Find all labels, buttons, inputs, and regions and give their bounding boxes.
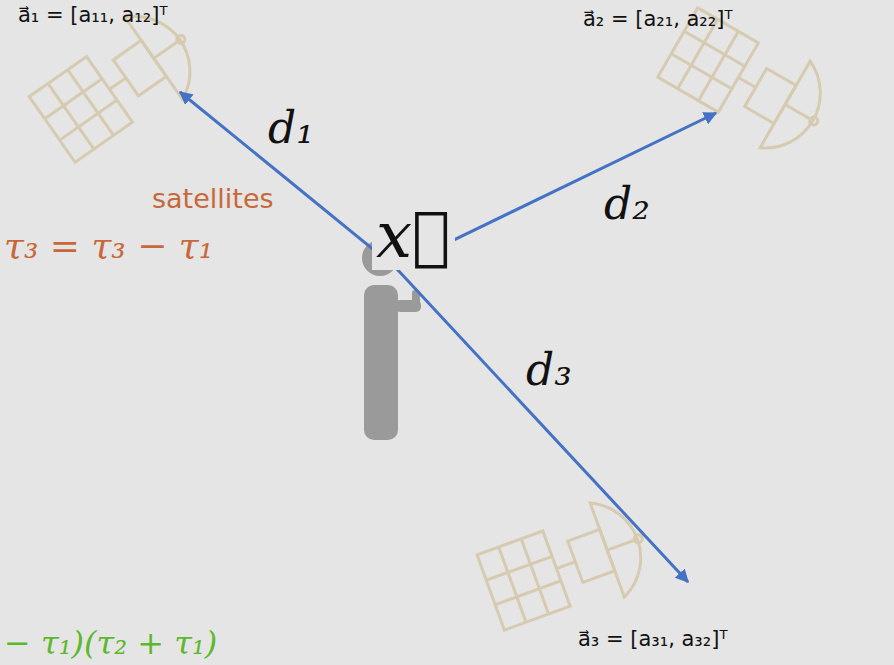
equation: − τ₁)(τ₂ + τ₁) xyxy=(4,626,217,661)
receiver-vector: x⃗ xyxy=(372,200,455,270)
satellite-icon xyxy=(474,490,659,639)
distance-label: d₁ xyxy=(268,104,314,152)
distance-label: d₃ xyxy=(526,346,572,394)
note-text: satellites xyxy=(152,184,274,214)
equation: τ₃ = τ₃ − τ₁ xyxy=(4,226,213,266)
position-vector: a⃗₃ = [a₃₁, a₃₂]ᵀ xyxy=(578,628,727,651)
position-vector: a⃗₂ = [a₂₁, a₂₂]ᵀ xyxy=(583,8,732,31)
position-vector: a⃗₁ = [a₁₁, a₁₂]ᵀ xyxy=(18,4,167,27)
distance-arrow xyxy=(180,92,716,582)
distance-label: d₂ xyxy=(604,180,650,228)
